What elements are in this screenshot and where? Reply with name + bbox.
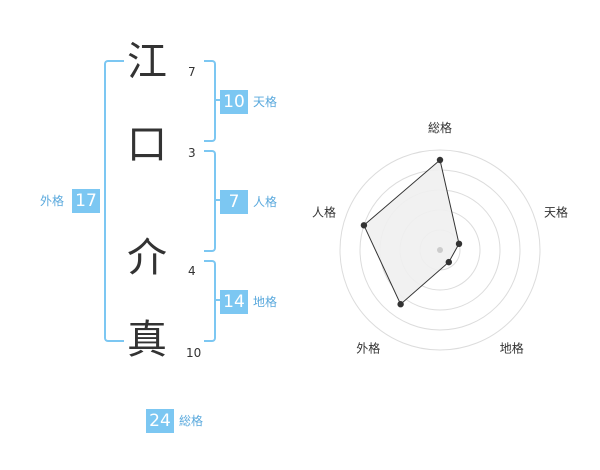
radar-ring — [339, 149, 541, 351]
radar-point-1 — [436, 156, 444, 164]
jinkaku-tick — [214, 199, 220, 201]
stroke-count-1: 7 — [188, 65, 196, 79]
chikaku-bracket — [204, 260, 216, 342]
radar-point-5 — [360, 222, 368, 229]
chikaku-badge: 14 — [220, 290, 248, 314]
tenkaku-bracket — [204, 60, 216, 142]
radar-label-3: 地格 — [500, 341, 524, 356]
gaikaku-label: 外格 — [40, 194, 65, 208]
char-4: 真 — [127, 317, 167, 363]
radar-center-dot — [437, 247, 443, 253]
radar-point-3 — [445, 258, 453, 266]
tenkaku-badge: 10 — [220, 90, 248, 114]
radar-points — [360, 156, 463, 308]
char-3: 介 — [127, 235, 167, 281]
radar-label-5: 人格 — [312, 204, 336, 219]
char-2: 口 — [127, 122, 167, 168]
tenkaku-label: 天格 — [253, 95, 278, 109]
gaikaku-bracket — [104, 60, 124, 342]
tenkaku-tick — [214, 99, 220, 101]
soukaku-label: 総格 — [179, 414, 204, 428]
jinkaku-label: 人格 — [253, 195, 278, 209]
radar-label-2: 天格 — [544, 204, 568, 219]
radar-point-4 — [397, 301, 404, 308]
radar-area — [363, 159, 460, 306]
jinkaku-badge: 7 — [220, 190, 248, 214]
stroke-count-2: 3 — [188, 146, 196, 160]
radar-point-2 — [455, 240, 463, 248]
gaikaku-badge: 17 — [72, 189, 100, 213]
stroke-count-4: 10 — [186, 346, 202, 360]
chikaku-label: 地格 — [253, 295, 278, 309]
radar-label-4: 外格 — [356, 341, 380, 356]
chikaku-tick — [214, 299, 220, 301]
radar-label-1: 総格 — [428, 120, 452, 135]
jinkaku-bracket — [204, 150, 216, 252]
soukaku-badge: 24 — [146, 409, 174, 433]
stroke-count-3: 4 — [188, 264, 196, 278]
char-1: 江 — [127, 39, 167, 85]
